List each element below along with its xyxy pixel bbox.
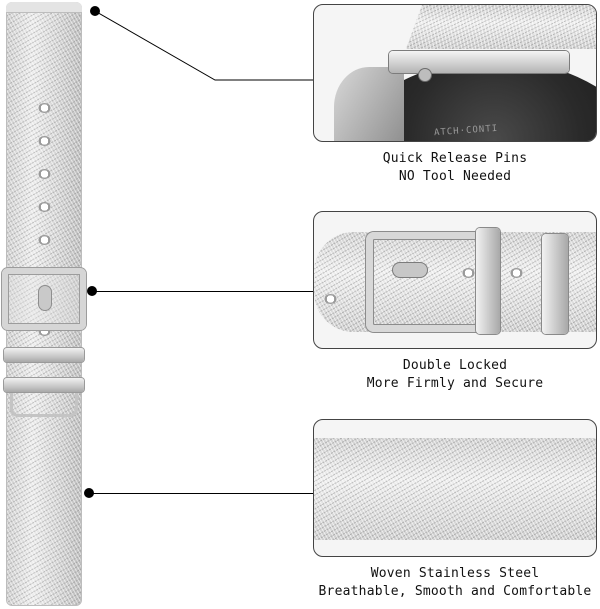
strap-hole (38, 326, 51, 336)
strap-hole (38, 202, 51, 212)
buckle-icon (2, 268, 86, 330)
buckle-prong-icon (392, 262, 428, 278)
strap-keeper (476, 228, 500, 334)
strap-end-cap (6, 2, 82, 13)
strap-hole (38, 169, 51, 179)
mesh-band (405, 5, 596, 49)
feature-caption: Woven Stainless Steel Breathable, Smooth… (312, 565, 598, 601)
strap-hole (38, 235, 51, 245)
strap-hole (462, 268, 475, 278)
woven-steel-photo (313, 419, 597, 557)
feature-subtitle: NO Tool Needed (398, 169, 512, 184)
pointer-line (95, 291, 313, 292)
buckle-prong-icon (38, 285, 52, 311)
quick-release-photo: ATCH·CONTI (313, 4, 597, 142)
pointer-dot (87, 286, 97, 296)
strap-hole (38, 103, 51, 113)
pointer-dot (84, 488, 94, 498)
feature-caption: Quick Release Pins NO Tool Needed (312, 150, 598, 186)
watch-case-icon (334, 67, 404, 141)
feature-title: Woven Stainless Steel (370, 566, 540, 581)
buckle-loop-icon (10, 393, 78, 417)
strap-keeper (4, 378, 84, 392)
strap-hole (38, 136, 51, 146)
strap-keeper (4, 348, 84, 362)
mesh-band (314, 438, 596, 540)
pointer-line (95, 10, 313, 81)
strap-hole (510, 268, 523, 278)
feature-caption: Double Locked More Firmly and Secure (312, 357, 598, 393)
pointer-line (92, 493, 313, 494)
quick-release-pin-icon (389, 51, 569, 73)
feature-subtitle: Breathable, Smooth and Comfortable (318, 584, 592, 599)
feature-subtitle: More Firmly and Secure (366, 376, 544, 391)
feature-title: Double Locked (402, 358, 508, 373)
feature-title: Quick Release Pins (382, 151, 528, 166)
pin-lever-icon (419, 69, 431, 81)
strap-keeper (542, 234, 568, 334)
strap-hole (324, 294, 337, 304)
double-locked-photo (313, 211, 597, 349)
